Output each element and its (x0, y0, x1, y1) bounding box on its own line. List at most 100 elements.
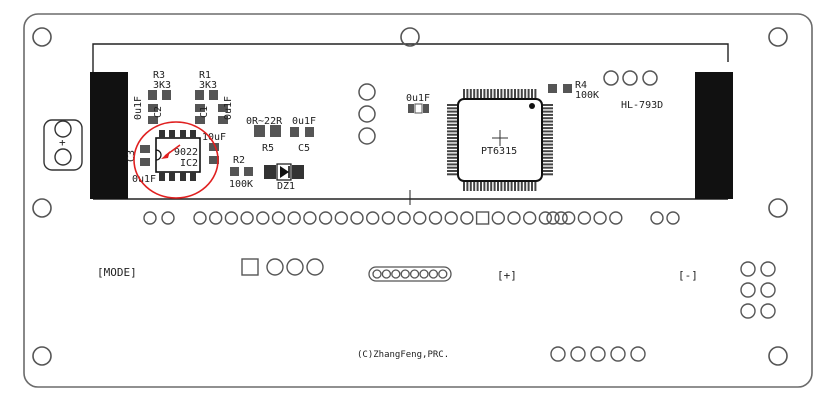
connector-hole (428, 269, 439, 279)
qfp-pin (447, 170, 458, 172)
qfp-pin (542, 133, 553, 136)
qfp-pin (527, 89, 530, 99)
qfp-pin (542, 117, 553, 120)
qfp-pin (447, 117, 458, 120)
copyright-label: (C)ZhangFeng,PRC. (357, 350, 449, 360)
qfp-pin (517, 89, 520, 99)
qfp-pin (527, 181, 530, 191)
qfp-pin (542, 110, 553, 113)
qfp-pin (542, 146, 553, 149)
round-pad (760, 282, 776, 298)
qfp-pin (473, 181, 476, 191)
qfp-pin (476, 181, 479, 191)
round-pad (266, 258, 284, 276)
round-pad (590, 346, 606, 362)
c2-label: C2 (153, 106, 164, 118)
qfp-pin (542, 166, 553, 169)
qfp-pin (469, 181, 472, 191)
qfp-pin (514, 181, 516, 191)
qfp-pin (476, 89, 479, 99)
header-hole (666, 211, 680, 225)
c4-value: 10uF (202, 132, 226, 143)
c1-value: 0u1F (223, 96, 234, 120)
qfp-pin (542, 160, 553, 163)
dz1-diode (264, 163, 304, 181)
qfp-pin (480, 181, 482, 191)
qfp-pin (517, 181, 520, 191)
r1-label: R1 (199, 70, 211, 81)
qfp-pin (447, 113, 458, 116)
mount-hole-top-left (32, 27, 52, 47)
qfp-pin (531, 89, 533, 99)
header-hole (523, 211, 537, 225)
qfp-pin (447, 163, 458, 166)
qfp-pin (486, 181, 489, 191)
qfp-pin (466, 89, 469, 99)
connector-hole (391, 269, 401, 279)
ic2-highlight-circle (133, 121, 219, 199)
qfp-pin (542, 170, 553, 172)
qfp-pin (520, 181, 523, 191)
dz1-label: DZ1 (277, 181, 295, 192)
round-pad (740, 303, 756, 319)
qfp-pin (542, 150, 553, 153)
qfp-pin (447, 153, 458, 156)
r5-label: R5 (262, 143, 274, 154)
header-hole (554, 211, 568, 225)
small-connector (368, 266, 452, 282)
qfp-pin (447, 140, 458, 143)
mode-button-label: [MODE] (97, 266, 137, 279)
header-square-pad (475, 211, 490, 225)
ic2-label: IC2 (180, 158, 198, 169)
c3-value: 0u1F (132, 174, 156, 185)
qfp-pin (500, 181, 503, 191)
connector-hole (381, 269, 392, 279)
header-hole (334, 211, 348, 225)
qfp-pin (524, 181, 527, 191)
header-hole (161, 211, 175, 225)
header-hole (381, 211, 396, 225)
header-hole (577, 211, 592, 225)
round-pad (570, 346, 586, 362)
mount-hole-top-center (400, 27, 420, 47)
qfp-pin (542, 140, 553, 143)
round-pad (740, 261, 756, 277)
header-hole (444, 211, 458, 225)
round-pad (603, 70, 619, 86)
header-hole (428, 211, 443, 225)
display-leg-right (695, 72, 733, 199)
connector-hole (409, 269, 420, 279)
qfp-pin (463, 89, 465, 99)
r5-value: 0R~22R (246, 116, 283, 127)
header-hole (460, 211, 474, 225)
display-header-row (143, 211, 680, 225)
r2-value: 100K (229, 179, 253, 190)
round-pad (642, 70, 658, 86)
qfp-pin (447, 127, 458, 130)
qfp-pin (507, 89, 510, 99)
round-pad (622, 70, 638, 86)
qfp-pin (497, 181, 499, 191)
c1-label: C1 (199, 106, 210, 118)
qfp-pin (542, 173, 553, 176)
qfp-pin (447, 156, 458, 159)
qfp-pin (463, 181, 465, 191)
qfp-pin (520, 89, 523, 99)
qfp-pin (531, 181, 533, 191)
header-hole (256, 211, 270, 225)
qfp-pin (486, 89, 489, 99)
qfp-pin (447, 160, 458, 163)
header-hole (208, 211, 223, 225)
qfp-pin (542, 113, 553, 116)
qfp-pin (524, 89, 527, 99)
r4-label: R4 (575, 80, 587, 91)
connector-hole (419, 269, 429, 279)
qfp-pin (447, 133, 458, 136)
c2-value: 0u1F (133, 96, 144, 120)
header-hole (318, 211, 333, 225)
qfp-pin (497, 89, 499, 99)
mount-hole-bottom-right (768, 346, 788, 366)
qfp-pin (447, 110, 458, 113)
